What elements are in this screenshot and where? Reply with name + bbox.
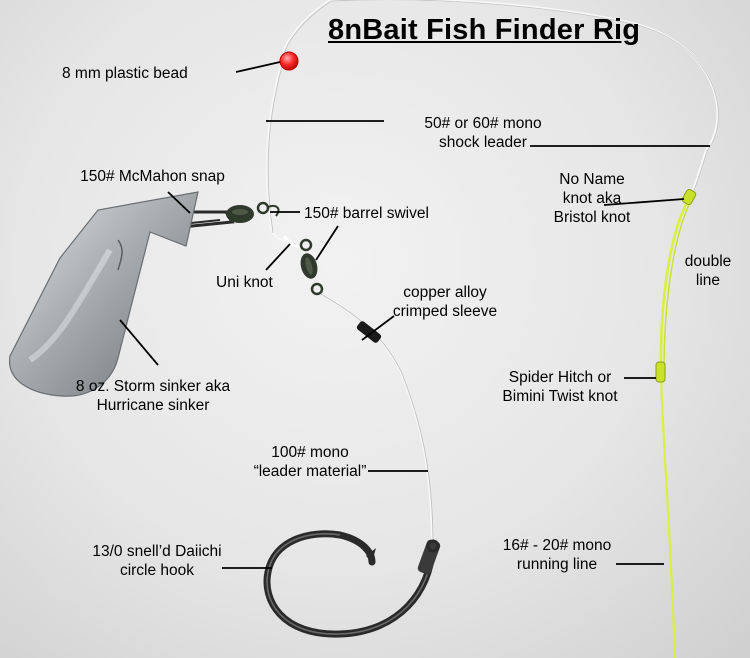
circle-hook bbox=[263, 530, 441, 638]
double-line-second-strand bbox=[663, 198, 693, 373]
uni-knot-label: Uni knot bbox=[216, 274, 273, 291]
sinker-label: 8 oz. Storm sinker aka Hurricane sinker bbox=[75, 378, 231, 414]
bead-label: 8 mm plastic bead bbox=[62, 65, 188, 82]
double-line bbox=[659, 196, 692, 373]
hook-label: 13/0 snell’d Daiichi circle hook bbox=[92, 543, 222, 579]
crimped-sleeve bbox=[356, 321, 382, 343]
shock-leader-line-shadow bbox=[267, 0, 332, 234]
snap-label: 150# McMahon snap bbox=[80, 168, 225, 185]
plastic-bead bbox=[279, 51, 299, 71]
callout-lines bbox=[119, 61, 710, 569]
leader-line-shadow bbox=[318, 292, 434, 547]
sleeve-label: copper alloy crimped sleeve bbox=[392, 284, 498, 320]
bimini-knot-label: Spider Hitch or Bimini Twist knot bbox=[502, 369, 618, 405]
bimini-twist-knot bbox=[655, 361, 666, 383]
running-line-label: 16# - 20# mono running line bbox=[502, 537, 612, 573]
diagram-title: 8nBait Fish Finder Rig bbox=[328, 14, 641, 46]
uni-knot bbox=[282, 235, 305, 249]
double-line-label: double line bbox=[684, 253, 732, 289]
swivel-label: 150# barrel swivel bbox=[304, 205, 429, 222]
shock-leader-label: 50# or 60# mono shock leader bbox=[424, 115, 542, 151]
shock-leader-arc-shadow bbox=[330, 0, 719, 199]
shock-leader-line bbox=[265, 0, 331, 244]
storm-sinker bbox=[9, 191, 199, 397]
upper-swivel bbox=[226, 201, 280, 223]
bristol-knot-label: No Name knot aka Bristol knot bbox=[553, 171, 631, 226]
barrel-swivel bbox=[299, 238, 324, 296]
running-line bbox=[659, 371, 677, 658]
leader-material-label: 100# mono “leader material” bbox=[253, 444, 367, 480]
bristol-knot bbox=[681, 189, 697, 205]
